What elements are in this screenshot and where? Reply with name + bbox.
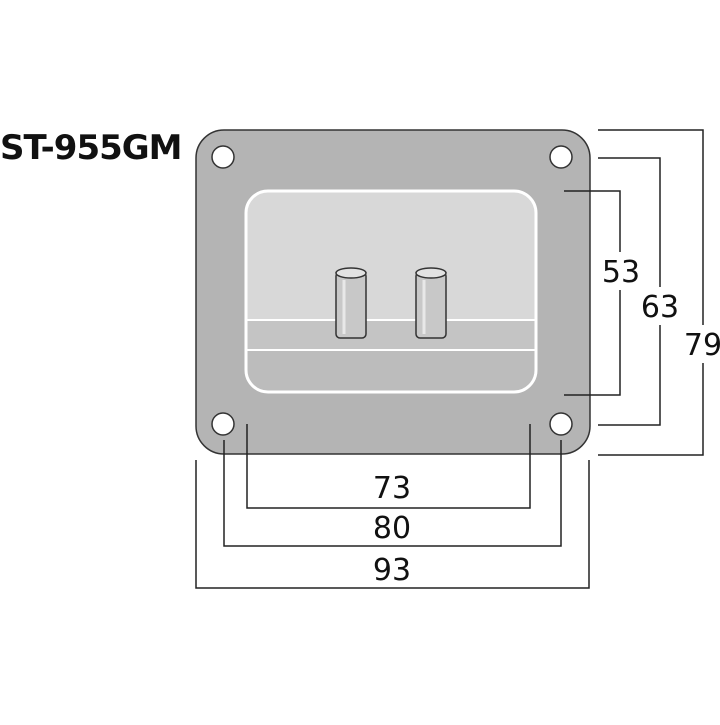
terminal-post-right [415, 267, 447, 339]
width-mid-label: 80 [373, 511, 411, 546]
height-inner-dimension-line [564, 190, 621, 396]
mounting-hole-top-left [211, 145, 235, 169]
width-outer-dimension-line [195, 460, 590, 589]
width-inner-label: 73 [373, 471, 411, 506]
model-title: ST-955GM [0, 128, 183, 168]
width-mid-dimension-line [223, 440, 562, 547]
width-inner-dimension-line [246, 424, 531, 509]
height-outer-label: 79 [684, 328, 720, 363]
mounting-hole-top-right [549, 145, 573, 169]
height-mid-label: 63 [641, 290, 679, 325]
mounting-hole-bottom-left [211, 412, 235, 436]
width-outer-label: 93 [373, 553, 411, 588]
terminal-recess [244, 189, 538, 394]
mounting-hole-bottom-right [549, 412, 573, 436]
height-outer-dimension-line [598, 129, 704, 456]
height-inner-label: 53 [602, 255, 640, 290]
terminal-post-left [335, 267, 367, 339]
